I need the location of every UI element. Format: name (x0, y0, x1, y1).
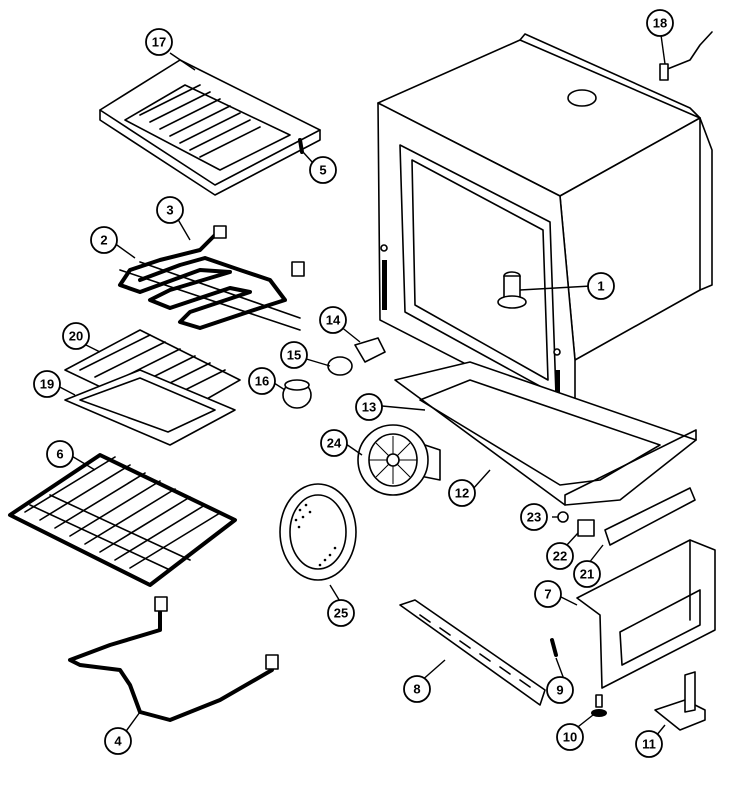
callout-7: 7 (534, 580, 562, 608)
callout-label: 10 (563, 730, 577, 745)
part-19-broil-pan (64, 369, 236, 446)
callout-label: 11 (642, 737, 656, 752)
callout-label: 3 (166, 203, 173, 218)
callout-label: 16 (255, 374, 269, 389)
oven-cavity (377, 33, 713, 421)
callout-label: 1 (597, 279, 604, 294)
part-14-light-socket (354, 337, 386, 363)
callout-9: 9 (546, 676, 574, 704)
part-11-anti-tip-bracket (654, 671, 706, 731)
part-12-bottom-panel (394, 361, 697, 506)
callout-25: 25 (327, 599, 355, 627)
callout-label: 21 (580, 567, 594, 582)
callout-11: 11 (635, 730, 663, 758)
callout-label: 20 (69, 329, 83, 344)
callout-13: 13 (355, 393, 383, 421)
leader-lines (53, 34, 666, 737)
callout-label: 4 (114, 734, 122, 749)
part-16-lens (282, 379, 312, 409)
callout-8: 8 (403, 675, 431, 703)
callout-label: 7 (544, 587, 551, 602)
part-7-bracket-box (576, 539, 716, 689)
callout-10: 10 (556, 723, 584, 751)
callout-label: 25 (334, 606, 348, 621)
part-4-bake-element (68, 596, 279, 722)
callout-6: 6 (46, 440, 74, 468)
callout-24: 24 (320, 429, 348, 457)
callout-label: 18 (653, 16, 667, 31)
callout-16: 16 (248, 367, 276, 395)
callout-5: 5 (309, 156, 337, 184)
callout-1: 1 (587, 272, 615, 300)
callout-23: 23 (520, 503, 548, 531)
part-17-top-shield (99, 59, 321, 196)
callout-17: 17 (145, 28, 173, 56)
part-5-screw (298, 138, 304, 154)
part-2-3-broil-element (118, 225, 305, 331)
callout-label: 9 (556, 683, 563, 698)
callout-label: 23 (527, 510, 541, 525)
part-18-wire (659, 31, 713, 81)
callout-4: 4 (104, 727, 132, 755)
part-22-bracket (577, 519, 595, 537)
part-6-oven-rack (8, 453, 237, 587)
part-1-shaft (497, 271, 527, 309)
callout-label: 12 (455, 486, 469, 501)
callout-14: 14 (319, 306, 347, 334)
callout-label: 17 (152, 35, 166, 50)
part-9-screw (550, 638, 558, 657)
callout-15: 15 (280, 341, 308, 369)
callout-18: 18 (646, 9, 674, 37)
part-21-rail (604, 487, 696, 546)
callout-label: 14 (326, 313, 341, 328)
callout-label: 6 (56, 447, 63, 462)
callout-label: 5 (319, 163, 326, 178)
callout-21: 21 (573, 560, 601, 588)
part-25-fan-cover (279, 483, 357, 581)
callout-12: 12 (448, 479, 476, 507)
callout-19: 19 (33, 370, 61, 398)
part-10-leveling-leg (591, 694, 607, 717)
callout-label: 15 (287, 348, 301, 363)
callout-label: 22 (553, 549, 567, 564)
part-15-light-bulb (327, 356, 353, 376)
callout-label: 8 (413, 682, 420, 697)
part-8-bar (399, 599, 546, 706)
callout-label: 24 (327, 436, 342, 451)
callout-label: 19 (40, 377, 54, 392)
callout-20: 20 (62, 322, 90, 350)
part-24-convection-fan (357, 424, 441, 496)
callout-label: 2 (100, 233, 107, 248)
part-23-clip (557, 511, 569, 523)
callout-3: 3 (156, 196, 184, 224)
callout-22: 22 (546, 542, 574, 570)
callout-2: 2 (90, 226, 118, 254)
callout-label: 13 (362, 400, 376, 415)
